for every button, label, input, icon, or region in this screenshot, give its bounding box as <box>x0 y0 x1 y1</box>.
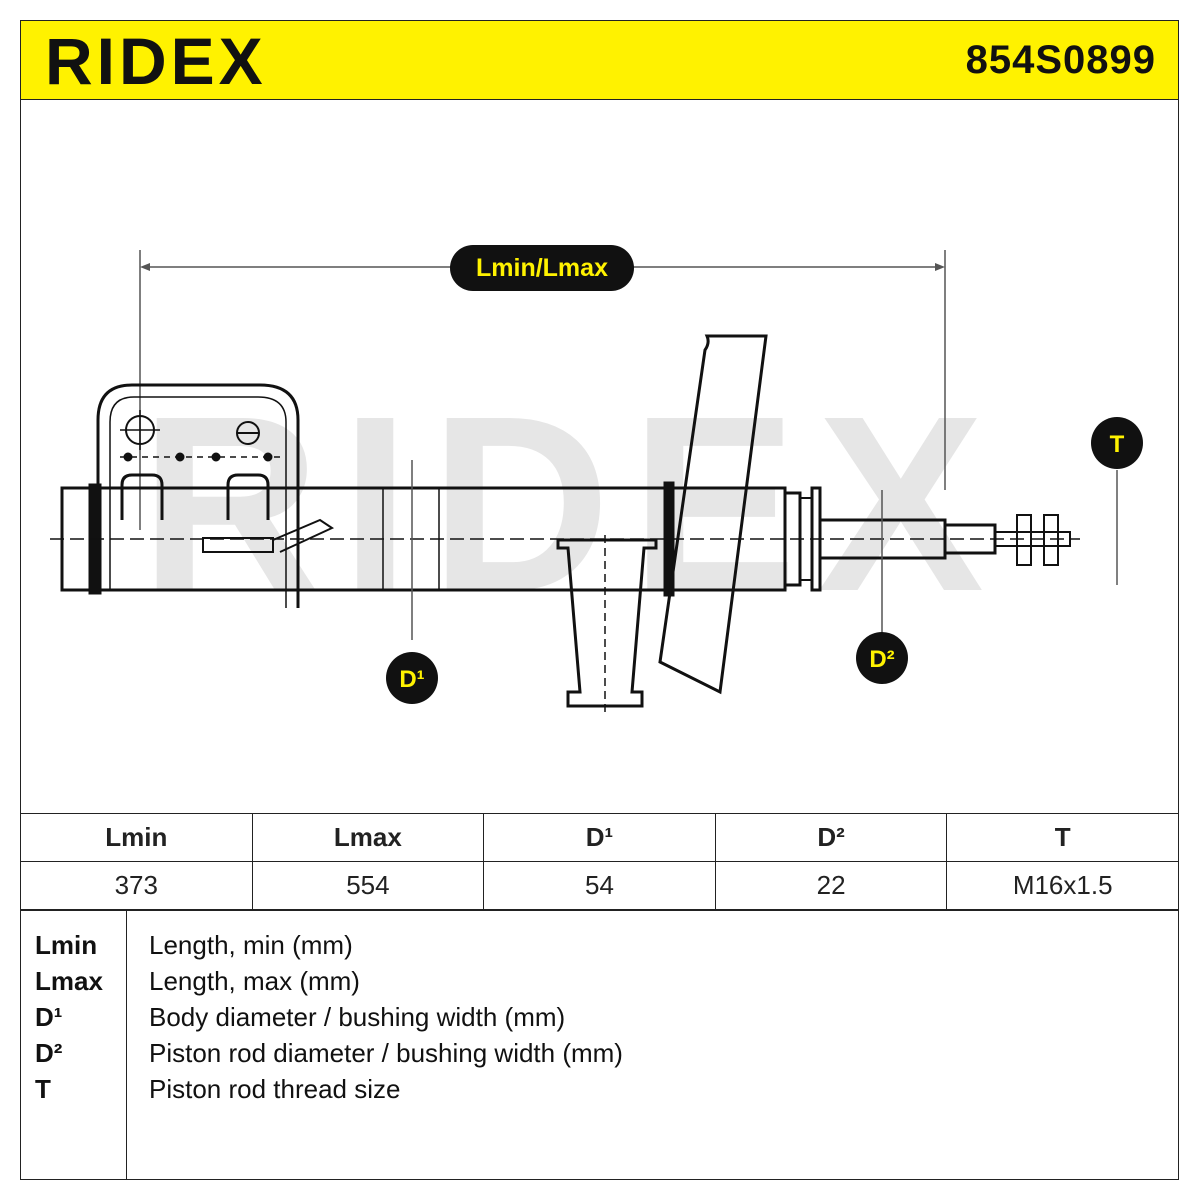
legend-key: Lmax <box>35 966 103 996</box>
legend-key: Lmin <box>35 930 98 960</box>
legend-divider <box>126 911 127 1179</box>
spec-value-d2: 22 <box>714 861 948 910</box>
header-bar: RIDEX 854S0899 <box>20 20 1179 100</box>
d2-label: D² <box>869 646 894 673</box>
t-label: T <box>1110 431 1125 458</box>
legend-item: D² Piston rod diameter / bushing width (… <box>21 1035 1178 1071</box>
spec-header-t: T <box>946 813 1179 862</box>
legend-desc: Body diameter / bushing width (mm) <box>149 1002 566 1032</box>
legend-box: Lmin Length, min (mm) Lmax Length, max (… <box>20 910 1179 1180</box>
length-label-badge: Lmin/Lmax <box>450 245 634 291</box>
legend-desc: Piston rod diameter / bushing width (mm) <box>149 1038 623 1068</box>
shock-absorber-diagram: RIDEX <box>50 245 1143 715</box>
legend-item: T Piston rod thread size <box>21 1071 1178 1107</box>
spec-value-t: M16x1.5 <box>946 861 1179 910</box>
spec-header-d1: D¹ <box>483 813 716 862</box>
part-number: 854S0899 <box>965 38 1156 82</box>
spec-header-d2: D² <box>714 813 948 862</box>
d1-label: D¹ <box>399 666 424 693</box>
legend-key: D² <box>35 1038 63 1068</box>
d2-label-badge: D² <box>856 632 908 684</box>
legend-item: Lmax Length, max (mm) <box>21 963 1178 999</box>
spec-value-lmax: 554 <box>251 861 485 910</box>
brand-logo: RIDEX <box>45 24 267 98</box>
legend-item: Lmin Length, min (mm) <box>21 927 1178 963</box>
legend-desc: Length, min (mm) <box>149 930 353 960</box>
spec-value-lmin: 373 <box>20 861 253 910</box>
spec-header-row: Lmin Lmax D¹ D² T <box>20 813 1179 862</box>
legend-item: D¹ Body diameter / bushing width (mm) <box>21 999 1178 1035</box>
length-label: Lmin/Lmax <box>476 254 608 282</box>
spec-header-lmax: Lmax <box>251 813 485 862</box>
legend-key: T <box>35 1074 51 1104</box>
legend-key: D¹ <box>35 1002 63 1032</box>
watermark: RIDEX <box>140 364 1004 643</box>
spec-header-lmin: Lmin <box>20 813 253 862</box>
d1-label-badge: D¹ <box>386 652 438 704</box>
spec-value-d1: 54 <box>483 861 716 910</box>
legend-desc: Piston rod thread size <box>149 1074 401 1104</box>
spec-value-row: 373 554 54 22 M16x1.5 <box>20 861 1179 910</box>
legend-desc: Length, max (mm) <box>149 966 360 996</box>
t-label-badge: T <box>1091 417 1143 469</box>
spec-table: Lmin Lmax D¹ D² T 373 554 54 22 M16x1.5 <box>20 813 1179 910</box>
